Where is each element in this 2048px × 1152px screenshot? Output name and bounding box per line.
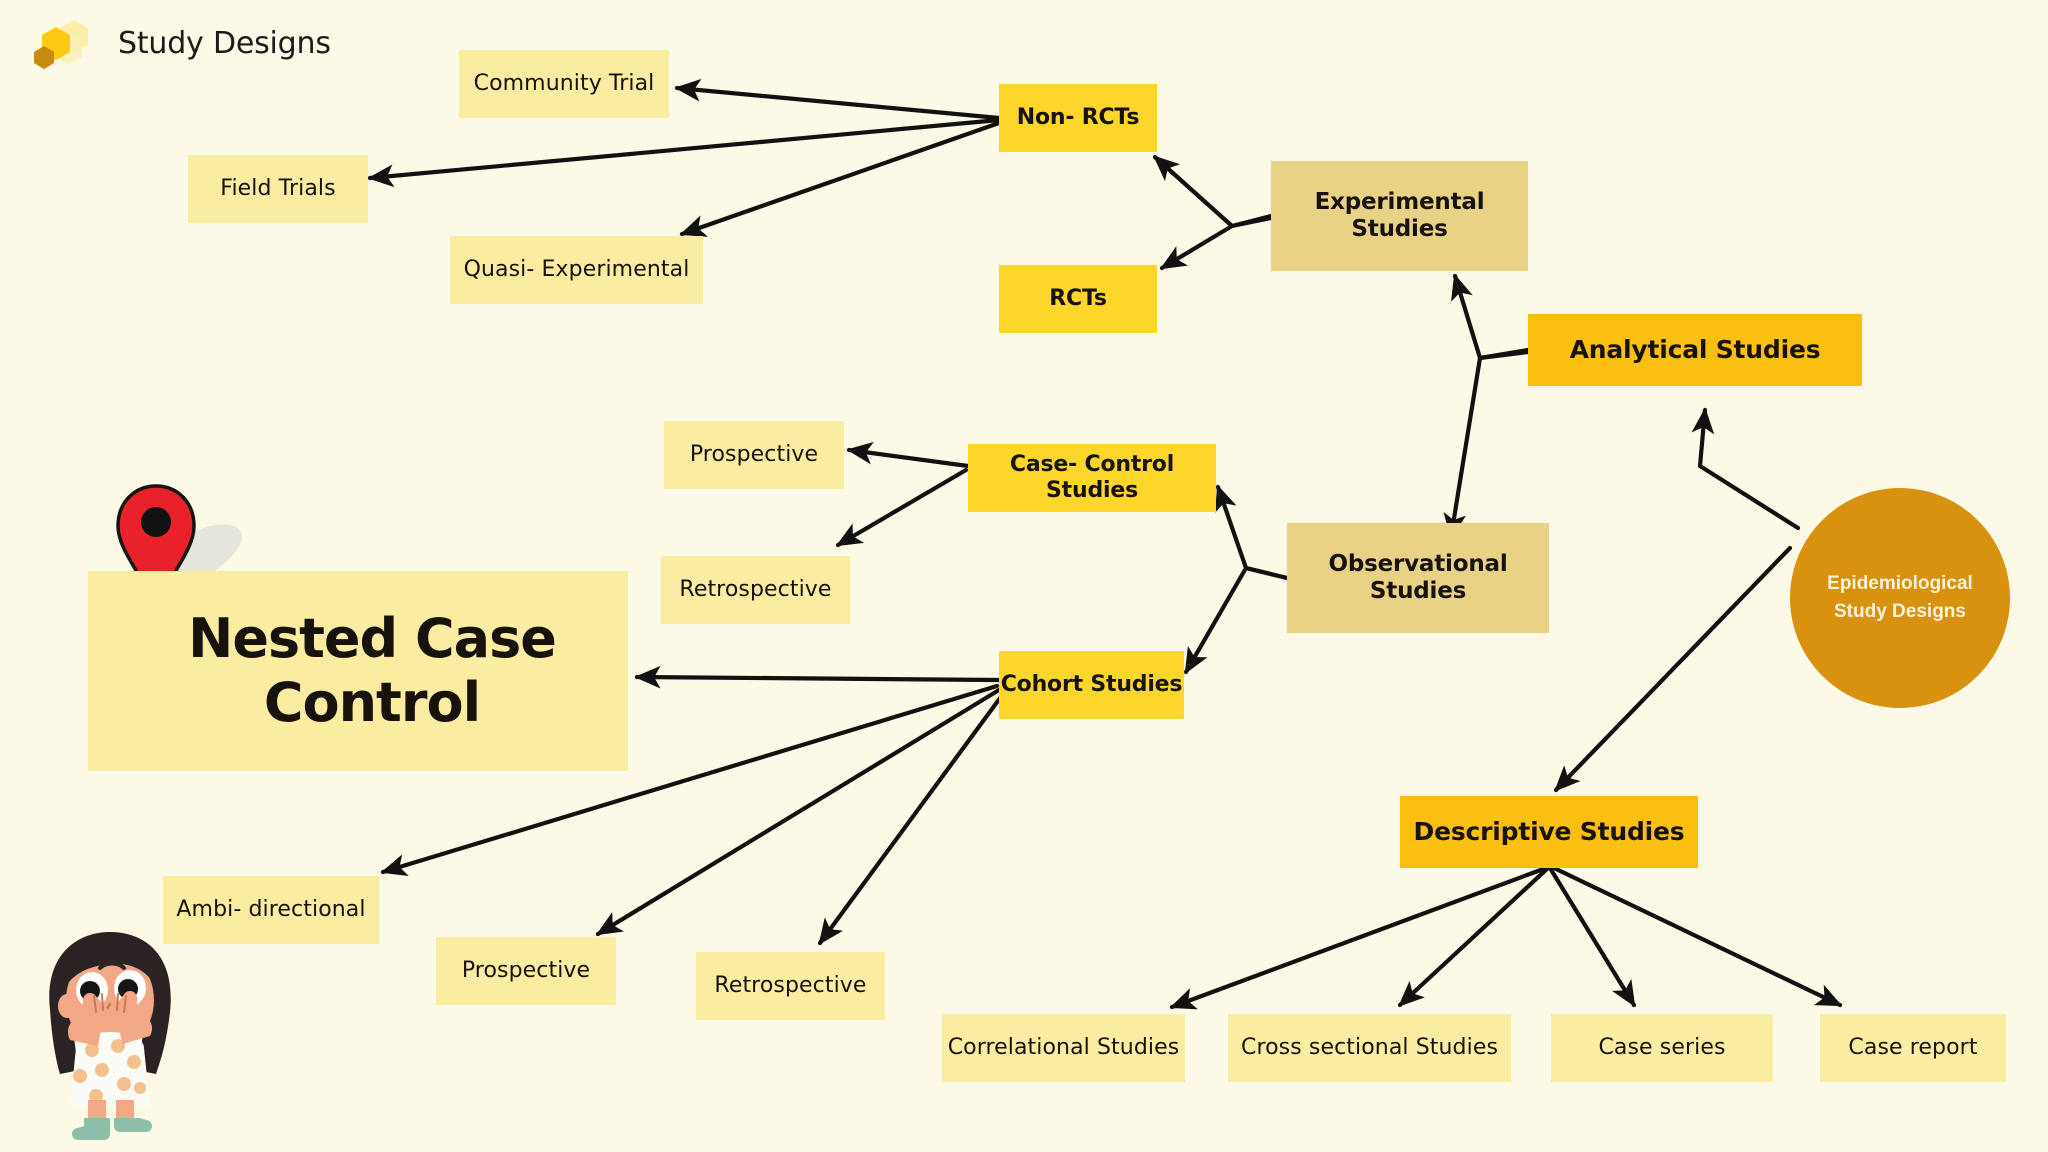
node-label: Cohort Studies bbox=[1000, 672, 1183, 698]
edge-nonrcts-to-quasi bbox=[679, 120, 1002, 237]
node-nested[interactable]: Nested Case Control bbox=[88, 571, 628, 771]
node-root[interactable]: Epidemiological Study Designs bbox=[1790, 488, 2010, 708]
node-label: Nested Case Control bbox=[188, 607, 557, 734]
node-label: Prospective bbox=[689, 442, 819, 468]
node-analytical[interactable]: Analytical Studies bbox=[1528, 314, 1862, 386]
node-nonrcts[interactable]: Non- RCTs bbox=[999, 84, 1157, 152]
node-label: Experimental Studies bbox=[1314, 188, 1485, 242]
node-label: Correlational Studies bbox=[947, 1035, 1180, 1061]
node-label: Retrospective bbox=[714, 973, 867, 999]
edge-casecontrol-to-cc-retrospective bbox=[835, 467, 969, 548]
node-casereport[interactable]: Case report bbox=[1820, 1014, 2006, 1082]
edge-experimental-to-rcts bbox=[1159, 215, 1274, 271]
node-co-retrospective[interactable]: Retrospective bbox=[696, 952, 885, 1020]
edge-cohort-to-co-retrospective bbox=[817, 691, 1006, 946]
edge-descriptive-to-casereport bbox=[1551, 865, 1843, 1008]
edge-nonrcts-to-fieldtrials bbox=[367, 117, 1002, 188]
node-label: Descriptive Studies bbox=[1413, 817, 1685, 847]
node-crosssectional[interactable]: Cross sectional Studies bbox=[1228, 1014, 1511, 1082]
node-cc-prospective[interactable]: Prospective bbox=[664, 421, 844, 489]
node-correlational[interactable]: Correlational Studies bbox=[942, 1014, 1185, 1082]
node-label: Analytical Studies bbox=[1569, 335, 1821, 365]
node-label: Case- Control Studies bbox=[1009, 452, 1175, 503]
node-label: Field Trials bbox=[220, 176, 336, 202]
edge-experimental-to-nonrcts bbox=[1152, 154, 1274, 229]
node-cc-retrospective[interactable]: Retrospective bbox=[661, 556, 850, 624]
node-cohort[interactable]: Cohort Studies bbox=[999, 651, 1184, 719]
edge-descriptive-to-correlational bbox=[1169, 865, 1549, 1010]
node-label: RCTs bbox=[1049, 286, 1107, 312]
edge-observational-to-cohort bbox=[1183, 565, 1290, 675]
node-caseseries[interactable]: Case series bbox=[1551, 1014, 1773, 1082]
node-experimental[interactable]: Experimental Studies bbox=[1271, 161, 1528, 271]
node-label: Retrospective bbox=[679, 577, 832, 603]
edge-analytical-to-observational bbox=[1443, 349, 1531, 540]
node-label: Ambi- directional bbox=[176, 897, 366, 923]
edge-descriptive-to-crosssectional bbox=[1397, 865, 1551, 1008]
brand-header: Study Designs bbox=[30, 16, 370, 78]
surprised-girl-illustration bbox=[49, 932, 171, 1140]
node-label: Case series bbox=[1598, 1035, 1726, 1061]
node-label: Non- RCTs bbox=[1016, 105, 1140, 131]
page-title: Study Designs bbox=[118, 26, 331, 61]
node-casecontrol[interactable]: Case- Control Studies bbox=[968, 444, 1216, 512]
node-observational[interactable]: Observational Studies bbox=[1287, 523, 1549, 633]
edge-root-to-descriptive bbox=[1553, 545, 1793, 793]
node-rcts[interactable]: RCTs bbox=[999, 265, 1157, 333]
edge-root-to-analytical bbox=[1691, 407, 1801, 531]
edge-descriptive-to-caseseries bbox=[1547, 865, 1637, 1008]
node-label: Prospective bbox=[461, 958, 591, 984]
edge-nonrcts-to-communitytrial bbox=[674, 78, 1002, 121]
honeycomb-logo-icon bbox=[34, 20, 88, 69]
node-label: Cross sectional Studies bbox=[1240, 1035, 1499, 1061]
node-label: Case report bbox=[1848, 1035, 1978, 1061]
node-descriptive[interactable]: Descriptive Studies bbox=[1400, 796, 1698, 868]
edge-observational-to-casecontrol bbox=[1214, 484, 1290, 581]
node-label: Community Trial bbox=[473, 71, 655, 97]
node-label: Observational Studies bbox=[1328, 550, 1508, 604]
edge-casecontrol-to-cc-prospective bbox=[846, 441, 971, 469]
node-co-prospective[interactable]: Prospective bbox=[436, 937, 616, 1005]
node-communitytrial[interactable]: Community Trial bbox=[459, 50, 669, 118]
edge-cohort-to-nested bbox=[634, 665, 1002, 689]
node-fieldtrials[interactable]: Field Trials bbox=[188, 155, 368, 223]
node-label: Quasi- Experimental bbox=[463, 257, 690, 283]
edge-cohort-to-co-prospective bbox=[595, 687, 1002, 937]
node-ambi[interactable]: Ambi- directional bbox=[163, 876, 379, 944]
edge-analytical-to-experimental bbox=[1451, 273, 1531, 361]
node-label: Epidemiological Study Designs bbox=[1827, 573, 1973, 622]
node-quasi[interactable]: Quasi- Experimental bbox=[450, 236, 703, 304]
